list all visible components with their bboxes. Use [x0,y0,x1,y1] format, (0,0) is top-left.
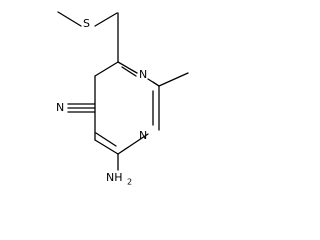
bond-c6-c5-double [95,132,117,147]
bond-c4-n3-double [121,66,137,77]
bond-c4-c5-top [94,61,119,77]
bond-methyl-sulfur [57,11,82,27]
bond-methyl-sulfur-right [94,12,118,27]
bond-c6-c5 [94,139,119,155]
bond-n1-c6 [117,133,149,155]
bond-n3-c2-long [147,78,160,87]
amino-subscript-label: 2 [127,178,132,187]
molecule-structure: S N N N NH 2 [56,11,189,187]
amino-group-label: NH [106,171,123,184]
nitrile-nitrogen-label: N [56,101,64,114]
ring-nitrogen-top-label: N [139,68,147,81]
bond-c2-methyl [158,72,189,87]
ring-nitrogen-bottom-label: N [139,129,147,142]
sulfur-label: S [83,17,90,30]
bond-c4-n3 [117,61,138,74]
